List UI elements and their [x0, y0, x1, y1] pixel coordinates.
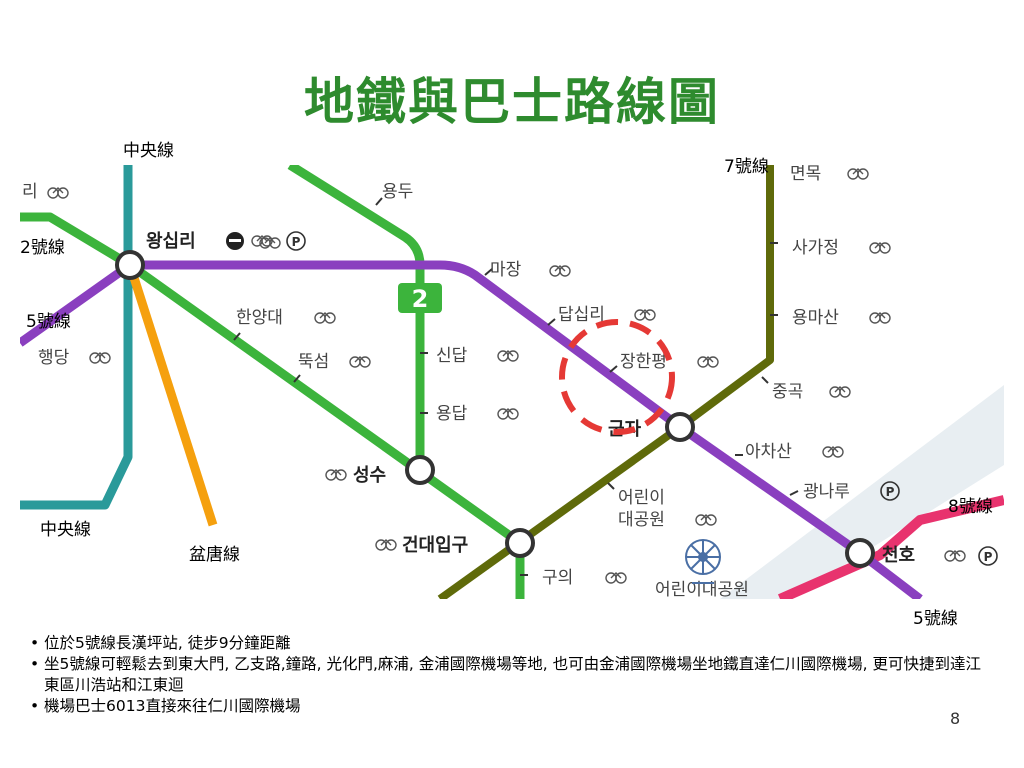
page-title: 地鐵與巴士路線圖 [304, 73, 720, 131]
parking-icon [286, 231, 306, 251]
bicycle-icon [497, 408, 519, 420]
page-number: 8 [950, 709, 961, 728]
station-cheonho: 천호 [882, 545, 915, 566]
bicycle-icon [847, 168, 869, 180]
bicycle-icon [869, 242, 891, 254]
station-yongdap: 용답 [436, 404, 468, 424]
line2-badge: 2 [398, 283, 442, 313]
highlight-circle [559, 319, 675, 435]
station-yongmasan: 용마산 [792, 308, 839, 328]
line8-track [777, 495, 1004, 599]
label-line2: 2號線 [20, 238, 65, 258]
bundang-track [125, 263, 218, 527]
subway-map-svg: 2 리 왕십리 용두 마장 답십리 장한평 군자 한양대 뚝섬 행당 신답 용답… [20, 165, 1004, 599]
bicycle-icon [549, 265, 571, 277]
station-konkuk: 건대입구 [402, 534, 468, 556]
station-children-park-2: 대공원 [618, 510, 665, 530]
station-haengdang: 행당 [38, 348, 70, 368]
line5-track [20, 260, 923, 599]
bicycle-icon [634, 309, 656, 321]
label-central-line-bottom: 中央線 [40, 520, 91, 540]
bicycle-icons [47, 168, 966, 584]
station-ttukseom: 뚝섬 [298, 352, 329, 372]
station-achasan: 아차산 [745, 442, 792, 462]
parking-icon [880, 481, 900, 501]
bicycle-icon [869, 312, 891, 324]
cheonho-parking: P [978, 546, 998, 566]
svg-text:2: 2 [412, 285, 429, 313]
station-dapsimni: 답십리 [558, 305, 605, 325]
station-yongdu: 용두 [382, 182, 413, 202]
bullet-list: 位於5號線長漢坪站, 徒步9分鐘距離 坐5號線可輕鬆去到東大門, 乙支路,鐘路,… [30, 633, 990, 717]
label-bundang-line: 盆唐線 [189, 545, 240, 565]
station-gwangnaru: 광나루 [803, 482, 850, 502]
bicycle-icon [349, 356, 371, 368]
gwangnaru-parking: P [880, 481, 900, 501]
bicycle-icon [497, 350, 519, 362]
bicycle-icon [944, 550, 966, 562]
transfer-stations [115, 250, 875, 568]
label-line5-left: 5號線 [26, 312, 71, 332]
label-line5-bottom: 5號線 [913, 609, 958, 629]
station-ri: 리 [22, 182, 38, 202]
line7-track [437, 165, 774, 599]
bicycle-icon [695, 514, 717, 526]
bicycle-icon [251, 235, 273, 247]
wangsimni-symbols: P [226, 231, 306, 251]
station-ticks [233, 197, 799, 576]
station-wangsimni: 왕십리 [146, 231, 196, 252]
bicycle-icon [89, 352, 111, 364]
label-line7: 7號線 [724, 157, 769, 177]
bicycle-icon [822, 446, 844, 458]
subway-map: 2 리 왕십리 용두 마장 답십리 장한평 군자 한양대 뚝섬 행당 신답 용답… [20, 165, 1004, 599]
station-sindap: 신답 [436, 346, 468, 366]
children-park-label: 어린이대공원 [655, 580, 749, 599]
station-sagajeong: 사가정 [792, 238, 839, 258]
line2-track [20, 212, 523, 547]
station-hanyangdae: 한양대 [236, 308, 283, 328]
bicycle-icon [325, 469, 347, 481]
svg-text:P: P [886, 485, 895, 499]
bicycle-icon [314, 312, 336, 324]
station-seongsu: 성수 [353, 465, 386, 486]
bullet-item: 坐5號線可輕鬆去到東大門, 乙支路,鐘路, 光化門,麻浦, 金浦國際機場等地, … [30, 654, 990, 696]
bullet-item: 機場巴士6013直接來往仁川國際機場 [30, 696, 990, 717]
station-janghanpyeong: 장한평 [620, 352, 667, 372]
parking-icon [978, 546, 998, 566]
river-area [720, 385, 1004, 599]
station-majang: 마장 [490, 260, 522, 280]
station-myeonmok: 면목 [790, 165, 821, 184]
bicycle-icon [375, 539, 397, 551]
label-central-line-top: 中央線 [123, 141, 174, 161]
ferris-wheel-icon [685, 539, 721, 584]
station-junggok: 중곡 [772, 382, 803, 402]
svg-text:P: P [292, 235, 301, 249]
station-names: 리 왕십리 용두 마장 답십리 장한평 군자 한양대 뚝섬 행당 신답 용답 성… [22, 165, 915, 599]
bicycle-icon [47, 187, 69, 199]
bicycle-icon [829, 386, 851, 398]
jungang-track [20, 165, 133, 510]
bullet-item: 位於5號線長漢坪站, 徒步9分鐘距離 [30, 633, 990, 654]
station-guui: 구의 [542, 568, 573, 588]
label-line8: 8號線 [948, 497, 993, 517]
bicycle-icon [697, 356, 719, 368]
station-children-park-1: 어린이 [618, 488, 665, 508]
svg-text:P: P [984, 550, 993, 564]
bicycle-icon [605, 572, 627, 584]
